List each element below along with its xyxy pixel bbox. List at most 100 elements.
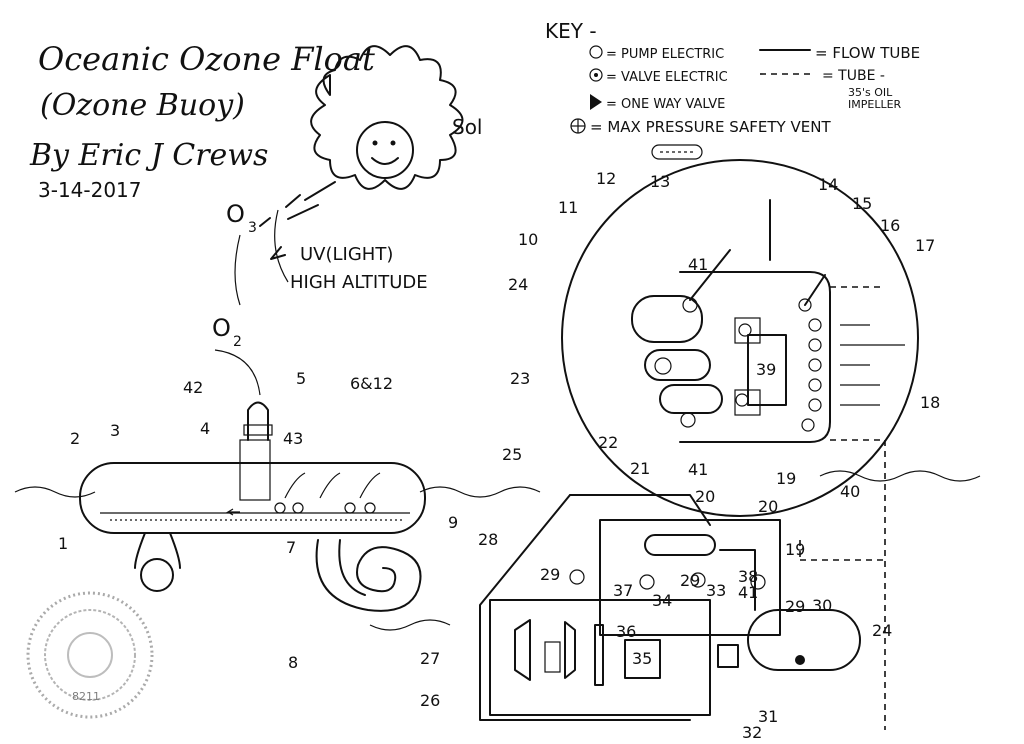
callout-30: 30 bbox=[812, 596, 832, 615]
callout-17: 17 bbox=[915, 236, 935, 255]
callout-21: 21 bbox=[630, 459, 650, 478]
callout-41b: 41 bbox=[688, 460, 708, 479]
o2-label: O bbox=[212, 314, 231, 342]
callout-43: 43 bbox=[283, 429, 303, 448]
callout-29b: 29 bbox=[680, 571, 700, 590]
float-body bbox=[79, 401, 426, 534]
o3-subscript: 3 bbox=[248, 220, 257, 236]
title-block: Oceanic Ozone Float (Ozone Buoy) By Eric… bbox=[29, 40, 375, 202]
callout-36: 36 bbox=[616, 622, 636, 641]
sun-icon bbox=[310, 45, 464, 190]
key-flow-tube: = FLOW TUBE bbox=[815, 44, 920, 62]
stamp-text: 8211 bbox=[72, 690, 100, 703]
callout-40: 40 bbox=[840, 482, 860, 501]
callout-1: 1 bbox=[58, 534, 68, 553]
callout-32: 32 bbox=[742, 723, 762, 742]
callout-34: 34 bbox=[652, 591, 672, 610]
callout-37: 37 bbox=[613, 581, 633, 600]
callout-20: 20 bbox=[695, 487, 715, 506]
callout-35: 35 bbox=[632, 649, 652, 668]
key-valve: = VALVE ELECTRIC bbox=[606, 70, 728, 85]
seal-stamp: 8211 bbox=[26, 591, 154, 719]
title-line2: (Ozone Buoy) bbox=[40, 88, 245, 123]
lower-assembly bbox=[479, 440, 886, 730]
callout-9: 9 bbox=[448, 513, 458, 532]
key-impeller-note2: IMPELLER bbox=[848, 98, 902, 111]
dome bbox=[247, 401, 269, 441]
uv-rays bbox=[259, 181, 336, 260]
impeller-icon bbox=[651, 144, 703, 160]
pump-icon bbox=[274, 502, 286, 514]
callout-42: 42 bbox=[183, 378, 203, 397]
callout-39: 39 bbox=[756, 360, 776, 379]
callout-19: 19 bbox=[776, 469, 796, 488]
callout-33: 33 bbox=[706, 581, 726, 600]
callout-13: 13 bbox=[650, 172, 670, 191]
callout-24: 24 bbox=[508, 275, 528, 294]
callout-41c: 41 bbox=[738, 583, 758, 602]
callout-28: 28 bbox=[478, 530, 498, 549]
o2-arrow bbox=[214, 349, 261, 396]
author: By Eric J Crews bbox=[29, 138, 268, 173]
impeller-capsule bbox=[644, 534, 716, 556]
callout-38: 38 bbox=[738, 567, 758, 586]
key-one-way: = ONE WAY VALVE bbox=[606, 97, 725, 112]
callout-5: 5 bbox=[296, 369, 306, 388]
spiral-tube bbox=[315, 539, 451, 631]
bracket-line bbox=[274, 209, 289, 283]
callout-26: 26 bbox=[420, 691, 440, 710]
water-line bbox=[14, 470, 981, 498]
key-impeller-note1: 35's OIL bbox=[848, 86, 893, 99]
altitude-label: HIGH ALTITUDE bbox=[290, 272, 428, 293]
o2-subscript: 2 bbox=[233, 334, 242, 350]
callout-12: 12 bbox=[596, 169, 616, 188]
callout-15: 15 bbox=[852, 194, 872, 213]
callout-2: 2 bbox=[70, 429, 80, 448]
callout-27: 27 bbox=[420, 649, 440, 668]
triangle-icon bbox=[590, 94, 602, 110]
o3-label: O bbox=[226, 200, 245, 228]
callout-19b: 19 bbox=[785, 540, 805, 559]
callout-25: 25 bbox=[502, 445, 522, 464]
callout-20b: 20 bbox=[758, 497, 778, 516]
callout-3: 3 bbox=[110, 421, 120, 440]
callout-29: 29 bbox=[540, 565, 560, 584]
uv-label: UV(LIGHT) bbox=[300, 244, 393, 265]
callout-8: 8 bbox=[288, 653, 298, 672]
key-heading: KEY - bbox=[545, 19, 597, 43]
capsule bbox=[631, 295, 703, 343]
callout-31: 31 bbox=[758, 707, 778, 726]
dot-circle-icon bbox=[589, 68, 603, 82]
main-circle bbox=[561, 159, 919, 517]
date: 3-14-2017 bbox=[38, 178, 142, 202]
callout-10: 10 bbox=[518, 230, 538, 249]
title-line1: Oceanic Ozone Float bbox=[38, 40, 375, 78]
callouts: 1 2 3 4 5 6&12 7 8 9 10 11 12 13 14 15 1… bbox=[58, 169, 940, 742]
callout-22: 22 bbox=[598, 433, 618, 452]
ozone-chamber bbox=[239, 439, 271, 501]
callout-6-12: 6&12 bbox=[350, 374, 393, 393]
float-hull bbox=[79, 462, 426, 534]
key-safety-vent: = MAX PRESSURE SAFETY VENT bbox=[590, 118, 831, 136]
box-35 bbox=[624, 639, 661, 679]
sun-label: Sol bbox=[452, 115, 483, 139]
tank-30 bbox=[747, 609, 861, 671]
ballast-weight bbox=[134, 532, 181, 592]
callout-11: 11 bbox=[558, 198, 578, 217]
callout-23: 23 bbox=[510, 369, 530, 388]
flow-loop bbox=[679, 271, 831, 443]
callout-14: 14 bbox=[818, 175, 838, 194]
box-32 bbox=[717, 644, 739, 668]
callout-4: 4 bbox=[200, 419, 210, 438]
box-39 bbox=[747, 334, 787, 406]
callout-41a: 41 bbox=[688, 255, 708, 274]
key-pump: = PUMP ELECTRIC bbox=[606, 47, 724, 62]
key-tube: = TUBE - bbox=[822, 68, 885, 84]
key-legend: KEY - = PUMP ELECTRIC = FLOW TUBE = VALV… bbox=[545, 19, 920, 160]
callout-16: 16 bbox=[880, 216, 900, 235]
callout-18: 18 bbox=[920, 393, 940, 412]
o3-to-o2-line bbox=[234, 234, 241, 306]
callout-24b: 24 bbox=[872, 621, 892, 640]
callout-29c: 29 bbox=[785, 597, 805, 616]
